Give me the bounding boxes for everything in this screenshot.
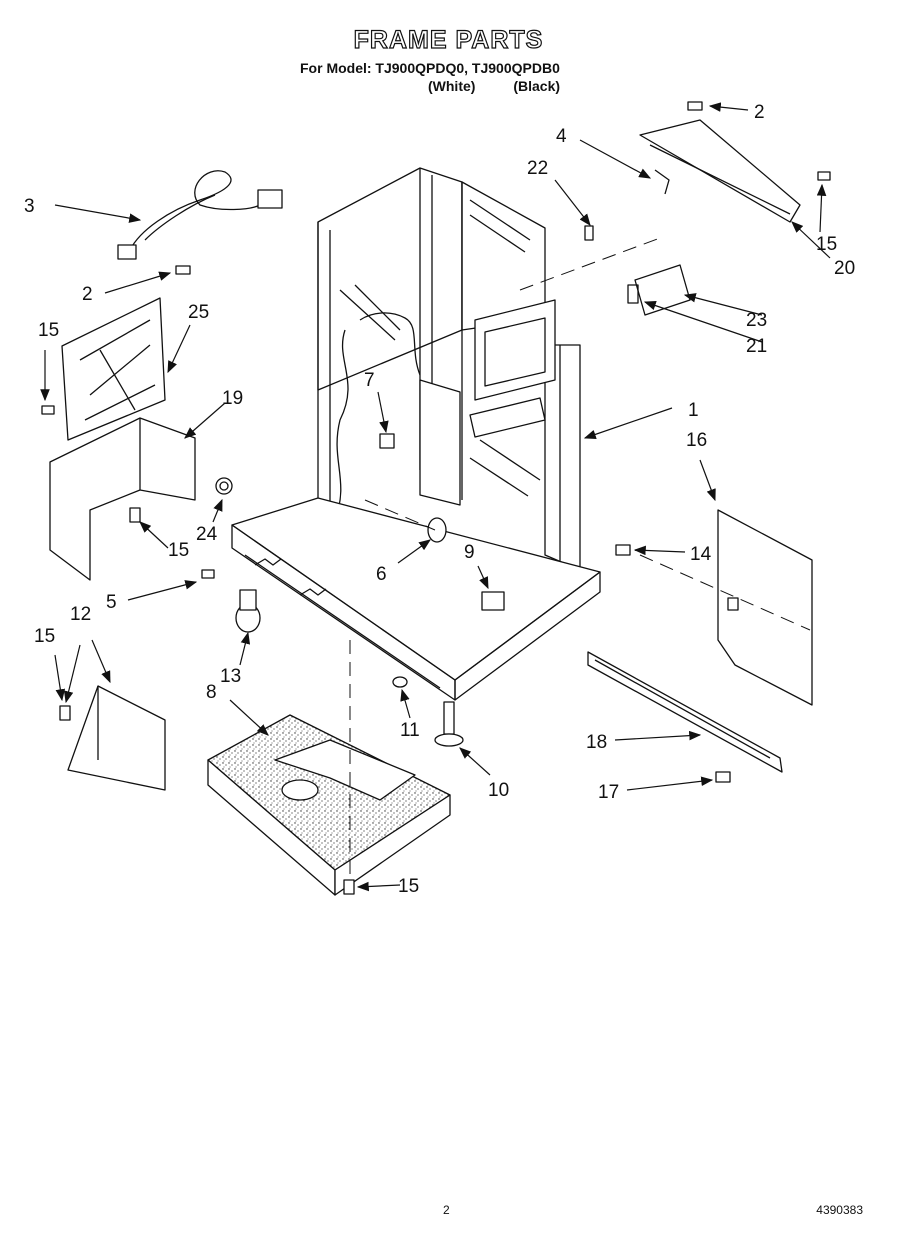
- model-variants: (White) (Black): [428, 78, 594, 94]
- base-pan: [231, 497, 601, 701]
- page-number: 2: [443, 1203, 450, 1217]
- bottom-pan: [207, 714, 451, 896]
- leader-arrows: [40, 102, 831, 892]
- callout-3: 3: [24, 196, 35, 217]
- callout-labels: 2 4 22 3 2 15 25 19 24 15 5 15 12 13 8 7…: [24, 102, 855, 897]
- leveling-leg: [235, 589, 464, 747]
- callout-14: 14: [690, 544, 712, 565]
- callout-10: 10: [488, 780, 509, 801]
- callout-21: 21: [746, 336, 767, 357]
- right-side-panel: [717, 509, 813, 706]
- callout-11: 11: [400, 720, 420, 741]
- switch-bracket: [627, 264, 691, 316]
- bottom-rail: [587, 651, 783, 773]
- callout-15-left-upper: 15: [38, 320, 59, 341]
- document-number: 4390383: [816, 1203, 863, 1217]
- variant-white-label: (White): [428, 78, 476, 94]
- page-title: FRAME PARTS: [353, 25, 544, 54]
- callout-13: 13: [220, 666, 241, 687]
- callout-4: 4: [556, 126, 567, 147]
- hardware: [41, 101, 831, 895]
- callout-15-bottom: 15: [398, 876, 419, 897]
- access-cover: [67, 685, 166, 791]
- callout-1: 1: [688, 400, 699, 421]
- heat-shield: [49, 417, 233, 581]
- power-cord: [117, 170, 283, 260]
- callout-2-left: 2: [82, 284, 93, 305]
- assembly-lines: [349, 237, 811, 880]
- top-bracket: [639, 119, 801, 223]
- callout-20: 20: [834, 258, 855, 279]
- callout-22: 22: [527, 158, 548, 179]
- model-line: For Model: TJ900QPDQ0, TJ900QPDB0: [300, 60, 560, 76]
- callout-8: 8: [206, 682, 217, 703]
- callout-15-right: 15: [816, 234, 837, 255]
- callout-2-top: 2: [754, 102, 765, 123]
- callout-24: 24: [196, 524, 218, 545]
- callout-19: 19: [222, 388, 243, 409]
- callout-12: 12: [70, 604, 91, 625]
- callout-7: 7: [364, 370, 375, 391]
- callout-16: 16: [686, 430, 707, 451]
- callout-18: 18: [586, 732, 607, 753]
- callout-17: 17: [598, 782, 619, 803]
- variant-black-label: (Black): [513, 78, 561, 94]
- callout-15-cover: 15: [34, 626, 55, 647]
- callout-15-shield: 15: [168, 540, 189, 561]
- callout-5: 5: [106, 592, 117, 613]
- callout-6: 6: [376, 564, 387, 585]
- callout-23: 23: [746, 310, 767, 331]
- callout-25: 25: [188, 302, 209, 323]
- left-access-panel: [61, 297, 166, 441]
- cabinet-frame: [317, 167, 581, 595]
- callout-9: 9: [464, 542, 475, 563]
